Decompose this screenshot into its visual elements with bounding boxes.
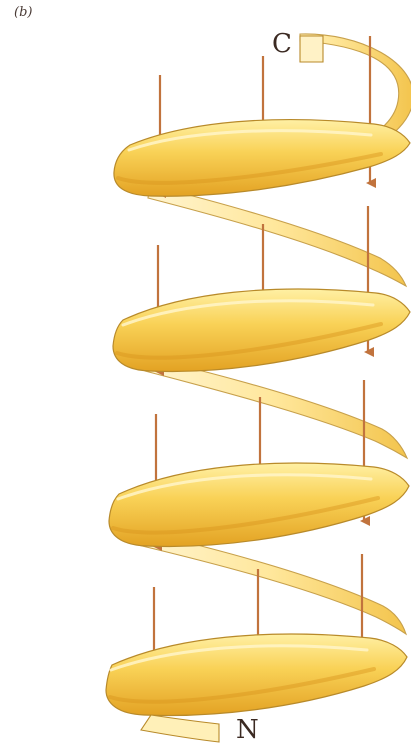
n-terminus-label: N [236, 717, 259, 743]
c-terminus-label: C [272, 31, 292, 57]
